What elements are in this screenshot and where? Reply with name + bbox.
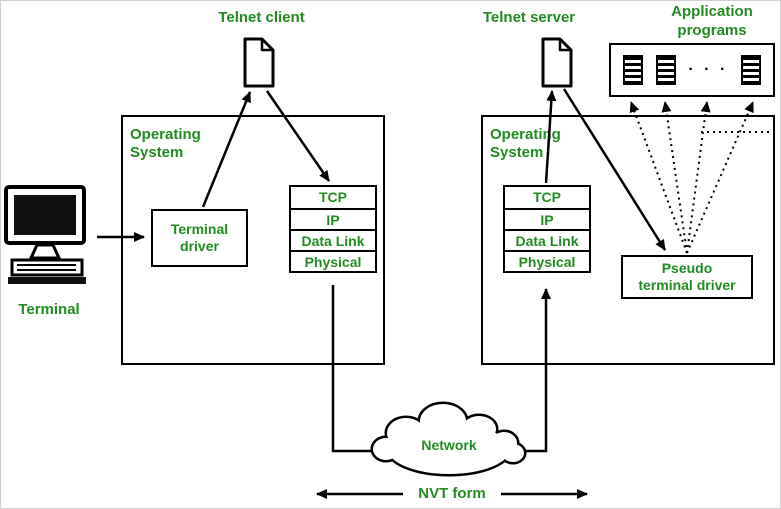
application-program-icon xyxy=(740,55,761,85)
network-label: Network xyxy=(421,437,477,453)
application-programs-label-line1: Application xyxy=(671,3,753,20)
client-stack-row-tcp: TCP xyxy=(291,187,375,208)
application-programs-label-line2: programs xyxy=(677,21,747,39)
pseudo-terminal-driver-label-line2: terminal driver xyxy=(638,277,736,293)
client-os-label-line1: Operating xyxy=(130,126,201,143)
client-stack-row-datalink: Data Link xyxy=(291,229,375,250)
application-programs-box: · · · xyxy=(609,43,775,97)
server-os-label-line1: Operating xyxy=(490,126,561,143)
application-programs-label: Application programs xyxy=(646,3,778,41)
application-program-icon xyxy=(655,55,676,85)
client-stack-row-ip: IP xyxy=(291,208,375,229)
application-program-icon xyxy=(623,55,643,85)
telnet-client-label: Telnet client xyxy=(218,9,305,26)
server-os-label: Operating System xyxy=(490,126,561,162)
server-stack-row-datalink: Data Link xyxy=(505,229,589,250)
nvt-form-label: NVT form xyxy=(418,485,486,502)
server-stack-row-physical: Physical xyxy=(505,250,589,271)
server-protocol-stack: TCP IP Data Link Physical xyxy=(503,185,591,273)
terminal-driver-label: Terminal driver xyxy=(153,211,246,265)
client-os-box: Operating System xyxy=(121,115,385,365)
server-stack-row-ip: IP xyxy=(505,208,589,229)
terminal-driver-label-line1: Terminal xyxy=(170,220,229,237)
telnet-client-file-icon xyxy=(243,37,275,88)
server-os-label-line2: System xyxy=(490,144,544,161)
client-protocol-stack: TCP IP Data Link Physical xyxy=(289,185,377,273)
telnet-server-label: Telnet server xyxy=(482,9,576,26)
terminal-monitor-icon xyxy=(4,185,86,284)
terminal-label: Terminal xyxy=(18,301,80,318)
telnet-server-file-icon xyxy=(541,37,573,88)
application-ellipsis: · · · xyxy=(688,61,729,78)
server-stack-row-tcp: TCP xyxy=(505,187,589,208)
client-stack-row-physical: Physical xyxy=(291,250,375,271)
terminal-driver-label-line2: driver xyxy=(180,238,219,254)
client-os-label: Operating System xyxy=(130,126,201,162)
client-os-label-line2: System xyxy=(130,144,184,161)
pseudo-terminal-driver-label-line1: Pseudo xyxy=(661,259,713,276)
pseudo-terminal-driver-box: Pseudo terminal driver xyxy=(621,255,753,299)
terminal-driver-box: Terminal driver xyxy=(151,209,248,267)
pseudo-terminal-driver-label: Pseudo terminal driver xyxy=(623,257,751,297)
